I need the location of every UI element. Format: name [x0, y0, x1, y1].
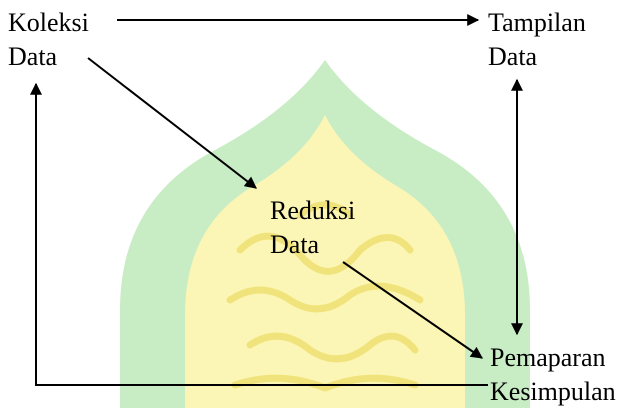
node-koleksi-data: Koleksi Data	[8, 6, 89, 74]
node-koleksi-line2: Data	[8, 42, 58, 71]
node-reduksi-line2: Data	[270, 230, 320, 259]
node-koleksi-line1: Koleksi	[8, 8, 89, 37]
watermark-calligraphy	[226, 201, 424, 392]
node-reduksi-line1: Reduksi	[270, 196, 356, 225]
node-tampilan-line1: Tampilan	[488, 8, 586, 37]
node-pemaparan-line1: Pemaparan	[490, 343, 606, 372]
edge-pemaparan-to-koleksi	[30, 82, 488, 386]
node-reduksi-data: Reduksi Data	[270, 194, 355, 262]
edge-koleksi-to-reduksi	[87, 57, 257, 189]
node-tampilan-line2: Data	[488, 42, 538, 71]
node-pemaparan-line2: Kesimpulan	[490, 377, 616, 406]
node-pemaparan-kesimpulan: Pemaparan Kesimpulan	[490, 341, 616, 409]
edge-reduksi-to-pemaparan	[342, 261, 483, 359]
node-tampilan-data: Tampilan Data	[488, 6, 586, 74]
diagram-edges	[30, 14, 523, 386]
